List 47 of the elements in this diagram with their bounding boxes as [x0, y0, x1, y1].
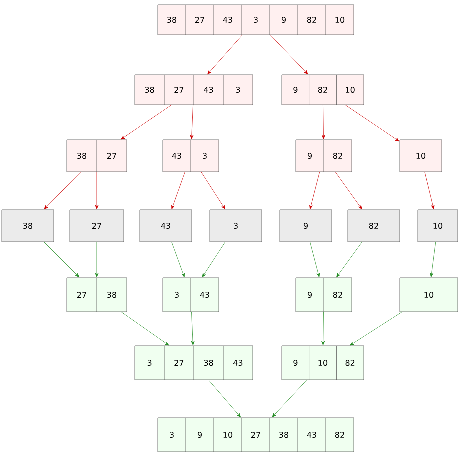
arrow — [191, 312, 195, 346]
record-box: 3 27 38 43 — [134, 346, 254, 380]
record-box: 38 — [2, 210, 54, 242]
record-box: 10 — [400, 278, 458, 312]
arrow — [424, 172, 435, 210]
record-box: 38 27 — [66, 140, 128, 172]
record-box: 3 43 — [162, 278, 220, 312]
record-box: 43 — [140, 210, 192, 242]
arrow — [335, 172, 362, 210]
arrow — [272, 380, 308, 418]
arrow — [121, 105, 172, 140]
record-box: 27 — [70, 210, 124, 242]
arrow — [44, 242, 80, 278]
record-box: 9 82 — [296, 278, 352, 312]
arrow — [95, 242, 99, 278]
arrow — [44, 172, 82, 210]
record-box: 82 — [348, 210, 400, 242]
record-box: 9 10 82 — [282, 346, 364, 380]
record-box: 3 9 10 27 38 43 82 — [158, 418, 354, 452]
arrow — [172, 172, 186, 210]
arrow — [202, 242, 226, 278]
record-box: 43 3 — [162, 140, 220, 172]
arrow — [350, 312, 402, 346]
record-box: 9 — [280, 210, 332, 242]
record-box: 38 27 43 3 — [134, 74, 254, 106]
arrow — [172, 242, 185, 278]
record-box: 10 — [418, 210, 458, 242]
record-box: 9 82 10 — [282, 74, 364, 106]
arrow — [430, 242, 436, 278]
arrow — [310, 242, 320, 278]
record-box: 38 27 43 3 9 82 10 — [158, 4, 354, 36]
record-box: 3 — [210, 210, 262, 242]
arrow — [336, 242, 362, 278]
record-box: 9 82 — [296, 140, 352, 172]
record-box: 27 38 — [66, 278, 128, 312]
arrow — [208, 380, 242, 418]
arrow — [345, 105, 400, 142]
arrow — [95, 172, 99, 210]
arrow — [121, 312, 170, 346]
arrow — [208, 35, 243, 75]
arrow — [190, 105, 194, 140]
arrow — [322, 105, 326, 140]
arrow — [322, 312, 326, 346]
record-box: 10 — [400, 140, 442, 172]
arrow — [201, 172, 226, 210]
arrow — [270, 35, 308, 75]
arrow — [310, 172, 320, 210]
